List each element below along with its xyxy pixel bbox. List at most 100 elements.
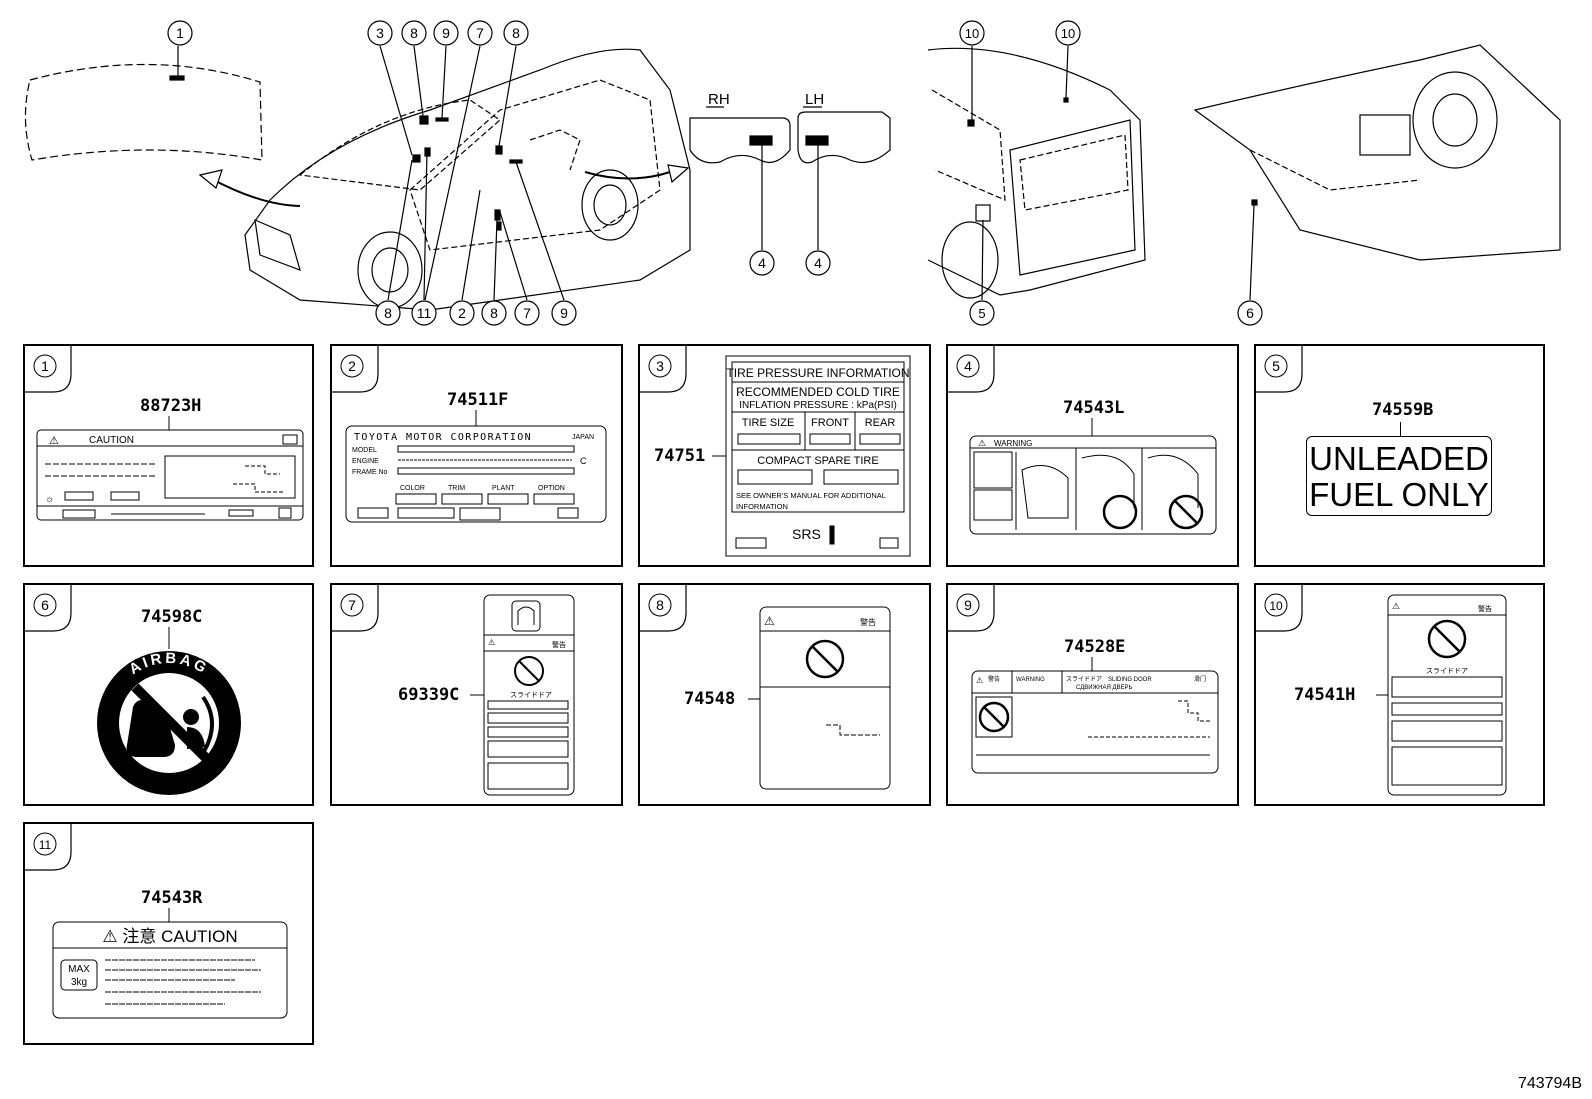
svg-text:INFORMATION: INFORMATION <box>736 502 788 511</box>
svg-text:4: 4 <box>758 255 766 271</box>
svg-text:1: 1 <box>41 358 49 374</box>
svg-text:6: 6 <box>41 597 49 613</box>
svg-text:COMPACT SPARE TIRE: COMPACT SPARE TIRE <box>757 455 878 467</box>
svg-text:⚠: ⚠ <box>764 614 775 628</box>
panel-number-badge: 5 <box>1256 346 1303 393</box>
svg-text:スライドドア: スライドドア <box>1066 676 1102 683</box>
svg-text:2: 2 <box>458 305 466 321</box>
svg-text:SLIDING DOOR: SLIDING DOOR <box>1108 677 1152 683</box>
part-number: 74541H <box>1294 685 1356 705</box>
van-rear-drawing <box>927 45 1146 301</box>
panel-number-badge: 9 <box>948 585 995 632</box>
svg-text:⚠: ⚠ <box>978 438 986 448</box>
panel-1: 1 88723H ⚠ CAUTION ☼ <box>23 344 314 567</box>
svg-text:8: 8 <box>384 305 392 321</box>
airbag-warning-sticker: AIRBAG <box>97 627 241 795</box>
dashboard-drawing: 6 <box>1193 44 1561 326</box>
part-number: 74559B <box>1372 400 1434 420</box>
svg-text:8: 8 <box>410 25 418 41</box>
part-leader <box>1400 422 1401 436</box>
label-74541H-drawing: ⚠ 警告 スライドドア <box>1376 594 1507 796</box>
part-number: 74598C <box>141 607 203 627</box>
panel-5: 5 74559B UNLEADED FUEL ONLY <box>1254 344 1545 567</box>
svg-text:警告: 警告 <box>860 617 876 627</box>
label-88723H-drawing: ⚠ CAUTION ☼ <box>36 416 304 521</box>
label-74511F-drawing: TOYOTA MOTOR CORPORATION JAPAN MODEL ENG… <box>345 410 607 523</box>
part-number: 69339C <box>398 685 460 705</box>
label-74543R-drawing: ⚠ 注意 CAUTION MAX 3kg <box>52 908 288 1019</box>
label-74548-drawing: ⚠ 警告 <box>748 606 891 790</box>
sill-detail-lh: LH 4 <box>797 91 891 276</box>
part-number: 74528E <box>1064 637 1126 657</box>
fuel-only-text: FUEL ONLY <box>1309 476 1489 513</box>
svg-text:3: 3 <box>656 358 664 374</box>
svg-text:⚠: ⚠ <box>976 676 983 685</box>
panel-number-badge: 10 <box>1256 585 1303 632</box>
svg-text:5: 5 <box>1272 358 1280 374</box>
van-side-drawing <box>244 48 691 311</box>
svg-text:7: 7 <box>523 305 531 321</box>
svg-text:11: 11 <box>39 838 52 852</box>
svg-text:10: 10 <box>1061 26 1075 41</box>
label-69339C-drawing: ⚠ 警告 スライドドア <box>470 594 575 796</box>
svg-text:11: 11 <box>417 305 432 321</box>
panel-number-badge: 1 <box>25 346 72 393</box>
part-number: 74511F <box>447 390 509 410</box>
panel-number-badge: 2 <box>332 346 379 393</box>
svg-text:☼: ☼ <box>45 494 54 505</box>
svg-text:スライドドア: スライドドア <box>1426 667 1468 675</box>
svg-text:10: 10 <box>1269 599 1283 613</box>
svg-text:⚠: ⚠ <box>49 435 59 447</box>
svg-text:JAPAN: JAPAN <box>572 434 594 441</box>
panel-4: 4 74543L ⚠ WARNING <box>946 344 1239 567</box>
svg-text:⚠: ⚠ <box>488 638 495 647</box>
svg-text:8: 8 <box>490 305 498 321</box>
svg-text:REAR: REAR <box>865 417 896 429</box>
svg-text:⚠: ⚠ <box>1392 601 1400 611</box>
svg-text:WARNING: WARNING <box>1016 677 1045 683</box>
svg-text:SEE OWNER'S MANUAL FOR ADDITIO: SEE OWNER'S MANUAL FOR ADDITIONAL <box>736 491 886 500</box>
svg-text:SRS: SRS <box>792 526 821 542</box>
svg-text:警告: 警告 <box>988 675 1000 683</box>
label-74751-drawing: TIRE PRESSURE INFORMATION RECOMMENDED CO… <box>712 355 911 557</box>
callouts-bottom: 8 11 2 8 7 9 <box>375 300 577 326</box>
svg-text:PLANT: PLANT <box>492 485 515 492</box>
part-number: 74543R <box>141 888 203 908</box>
svg-text:8: 8 <box>512 25 520 41</box>
panel-6: 6 74598C AIRBAG <box>23 583 314 806</box>
panel-9: 9 74528E ⚠ 警告 WARNING スライドドア SLIDING DOO… <box>946 583 1239 806</box>
svg-text:滑门: 滑门 <box>1194 675 1206 683</box>
panel-number-badge: 11 <box>25 824 72 871</box>
unleaded-fuel-label: UNLEADED FUEL ONLY <box>1306 436 1492 516</box>
svg-text:8: 8 <box>656 597 664 613</box>
svg-text:COLOR: COLOR <box>400 485 425 492</box>
svg-text:TIRE SIZE: TIRE SIZE <box>742 417 795 429</box>
panel-number-badge: 8 <box>640 585 687 632</box>
svg-text:3: 3 <box>376 25 384 41</box>
svg-text:MODEL: MODEL <box>352 447 377 454</box>
svg-text:1: 1 <box>176 25 184 41</box>
svg-text:4: 4 <box>814 255 822 271</box>
panel-3: 3 74751 TIRE PRESSURE INFORMATION RECOMM… <box>638 344 931 567</box>
svg-text:4: 4 <box>964 358 972 374</box>
svg-text:TOYOTA MOTOR CORPORATION: TOYOTA MOTOR CORPORATION <box>354 432 532 443</box>
panel-number-badge: 7 <box>332 585 379 632</box>
svg-text:7: 7 <box>348 597 356 613</box>
callout-1: 1 <box>167 20 193 46</box>
svg-text:10: 10 <box>965 26 979 41</box>
svg-text:スライドドア: スライドドア <box>510 691 552 699</box>
svg-text:7: 7 <box>476 25 484 41</box>
svg-text:TIRE PRESSURE INFORMATION: TIRE PRESSURE INFORMATION <box>726 366 909 380</box>
label-74528E-drawing: ⚠ 警告 WARNING スライドドア SLIDING DOOR СДВИЖНА… <box>971 657 1219 774</box>
part-number: 74548 <box>684 689 736 709</box>
sill-detail-rh: RH 4 <box>689 91 791 276</box>
svg-text:9: 9 <box>560 305 568 321</box>
svg-text:MAX: MAX <box>68 964 90 975</box>
panel-2: 2 74511F TOYOTA MOTOR CORPORATION JAPAN … <box>330 344 623 567</box>
svg-text:3kg: 3kg <box>71 977 87 988</box>
unleaded-text: UNLEADED <box>1309 440 1489 477</box>
svg-text:C: C <box>580 456 587 466</box>
svg-text:ENGINE: ENGINE <box>352 458 379 465</box>
panel-8: 8 74548 ⚠ 警告 <box>638 583 931 806</box>
label-74543L-drawing: ⚠ WARNING <box>969 418 1217 535</box>
